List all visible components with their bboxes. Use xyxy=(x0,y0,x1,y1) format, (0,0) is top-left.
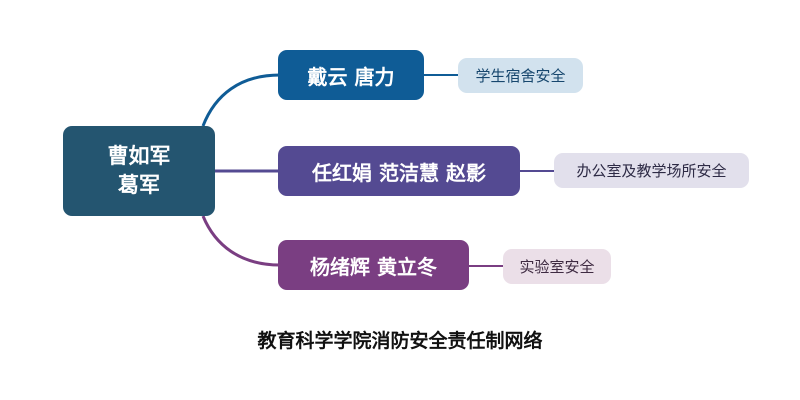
root-line-1: 曹如军 xyxy=(107,144,171,168)
branch-node-2: 任红娟 范洁慧 赵影 xyxy=(278,146,520,196)
diagram-title: 教育科学学院消防安全责任制网络 xyxy=(257,330,543,352)
root-node: 曹如军 葛军 xyxy=(63,126,215,216)
leaf-node-1: 学生宿舍安全 xyxy=(458,58,583,93)
connector-root-branch-3 xyxy=(201,215,281,267)
leaf-node-3: 实验室安全 xyxy=(503,249,611,284)
branch-node-3: 杨绪辉 黄立冬 xyxy=(278,240,469,290)
connector-root-branch-1 xyxy=(201,73,281,127)
branch-node-1: 戴云 唐力 xyxy=(278,50,424,100)
root-line-2: 葛军 xyxy=(118,173,160,197)
leaf-node-2: 办公室及教学场所安全 xyxy=(554,153,749,188)
